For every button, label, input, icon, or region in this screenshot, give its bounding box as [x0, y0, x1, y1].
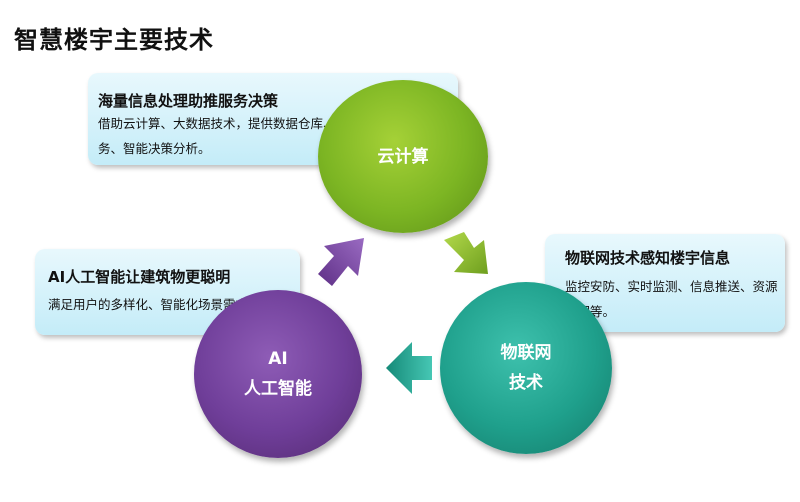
ai-info-box: AI人工智能让建筑物更聪明 满足用户的多样化、智能化场景需求。 [35, 249, 300, 335]
ai-box-title: AI人工智能让建筑物更聪明 [48, 268, 231, 286]
cloud-box-title: 海量信息处理助推服务决策 [98, 92, 279, 110]
iot-box-title: 物联网技术感知楼宇信息 [565, 249, 731, 267]
ai-circle-line1: AI [268, 349, 288, 369]
iot-circle: 物联网 技术 [440, 282, 612, 454]
cloud-computing-circle: 云计算 [318, 80, 488, 233]
cloud-circle-label: 云计算 [377, 146, 429, 167]
arrow-cloud-to-iot-icon [444, 232, 488, 274]
ai-box-desc: 满足用户的多样化、智能化场景需求。 [48, 297, 261, 312]
arrow-ai-to-cloud-icon [318, 238, 364, 286]
iot-circle-line2: 技术 [509, 373, 543, 393]
cloud-box-desc: 借助云计算、大数据技术，提供数据仓库、云服务、智能决策分析。 [98, 116, 361, 156]
ai-circle: AI 人工智能 [194, 290, 362, 458]
iot-box-desc: 监控安防、实时监测、信息推送、资源管理等。 [565, 279, 778, 319]
iot-circle-line1: 物联网 [500, 343, 552, 363]
ai-circle-line2: 人工智能 [244, 379, 312, 399]
iot-info-box: 物联网技术感知楼宇信息 监控安防、实时监测、信息推送、资源管理等。 [545, 234, 785, 332]
page-title: 智慧楼宇主要技术 [14, 26, 214, 54]
arrow-iot-to-ai-icon [386, 342, 432, 394]
